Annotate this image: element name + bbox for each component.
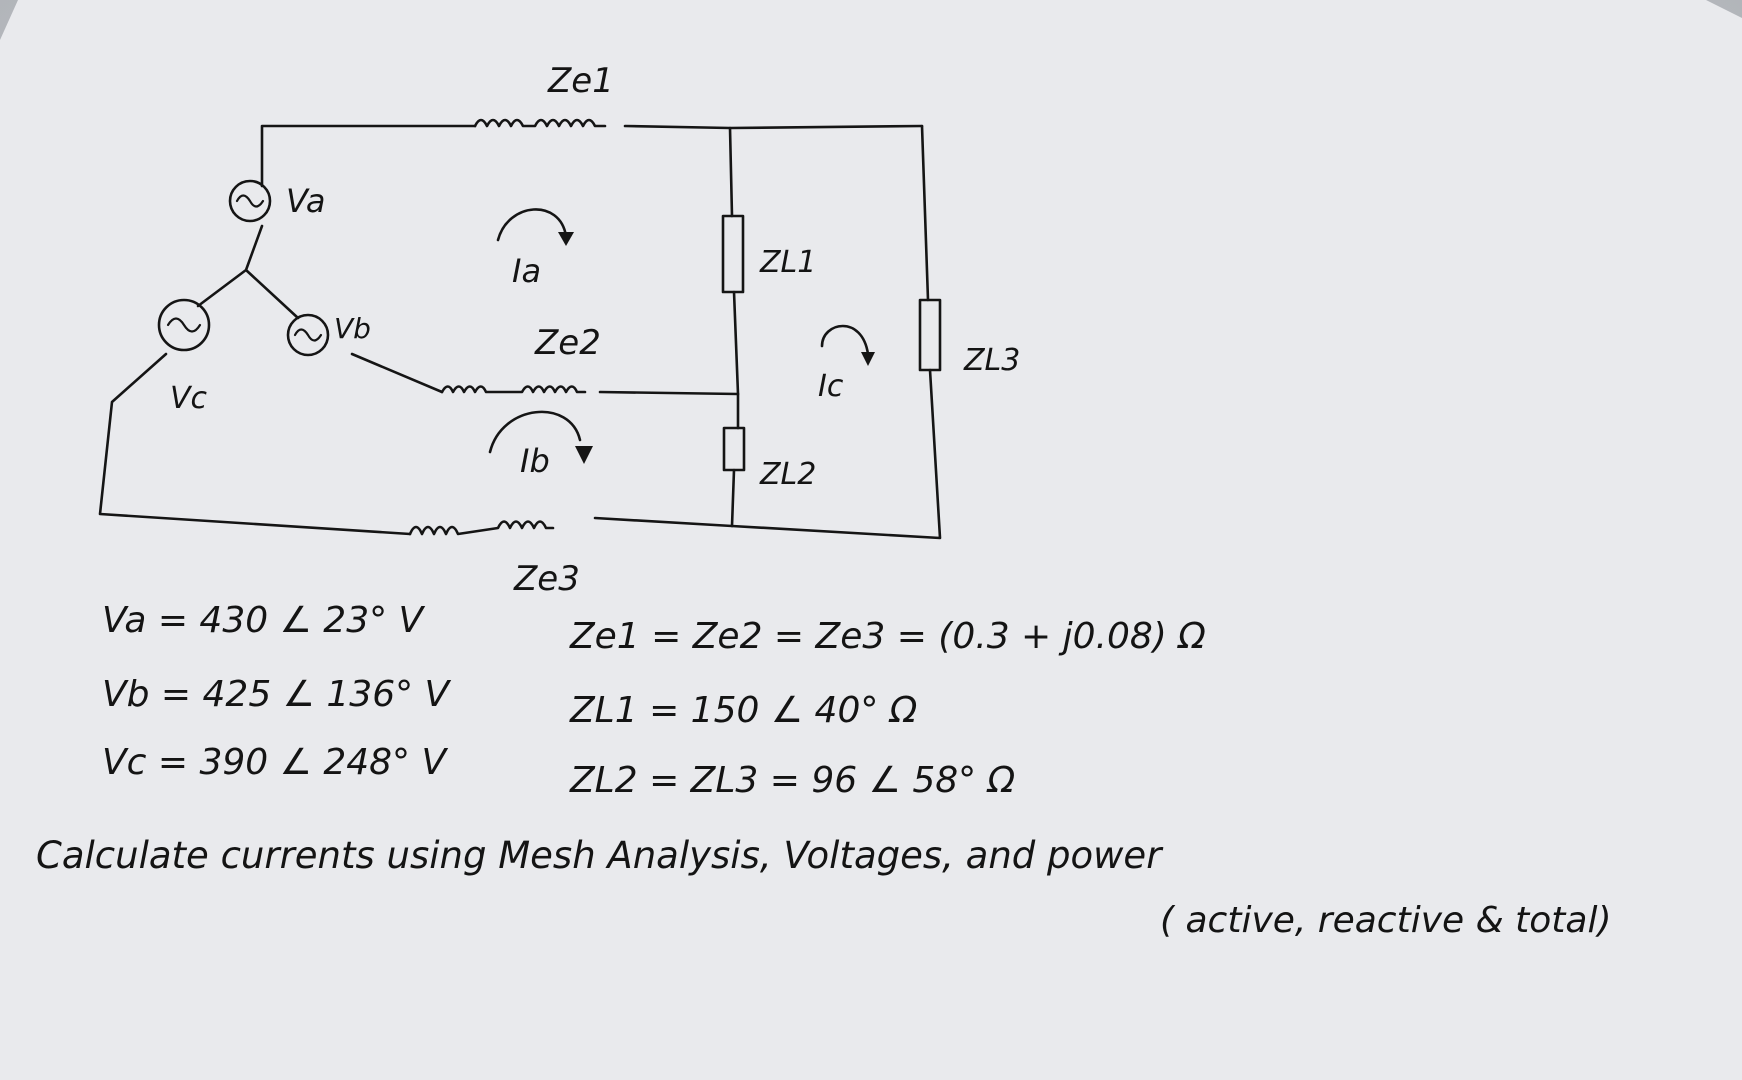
label-ze1: Ze1	[547, 61, 614, 101]
mesh-arrow-icon	[488, 410, 593, 464]
given-ze: Ze1 = Ze2 = Ze3 = (0.3 + j0.08) Ω	[569, 616, 1206, 657]
label-vb: Vb	[334, 312, 371, 345]
ac-source-icon	[286, 313, 330, 357]
label-zl3: ZL3	[963, 343, 1020, 378]
label-vc: Vc	[170, 381, 208, 416]
label-ia: Ia	[512, 252, 541, 290]
wire-vc	[98, 352, 734, 536]
given-zl23: ZL2 = ZL3 = 96 ∠ 58° Ω	[569, 760, 1016, 801]
circuit-diagram	[98, 118, 942, 540]
wire-right-branch	[730, 124, 942, 540]
given-vc: Vc = 390 ∠ 248° V	[102, 742, 449, 783]
given-vb: Vb = 425 ∠ 136° V	[102, 674, 452, 715]
mesh-arrow-icon	[820, 324, 875, 366]
resistor-ze2	[440, 385, 587, 394]
task-line-2: ( active, reactive & total)	[1160, 900, 1612, 941]
label-ze3: Ze3	[513, 559, 580, 599]
source-vb-circle	[286, 313, 330, 357]
label-ze2: Ze2	[534, 323, 601, 363]
ac-source-icon	[157, 298, 211, 352]
resistor-ze1	[473, 118, 607, 128]
label-zl1: ZL1	[759, 245, 816, 280]
given-va: Va = 430 ∠ 23° V	[102, 600, 426, 641]
ac-source-icon	[228, 179, 272, 223]
source-vc-circle	[157, 298, 211, 352]
resistor-ze3	[408, 520, 555, 536]
label-ib: Ib	[520, 442, 550, 480]
impedance-zl3	[918, 298, 942, 372]
given-zl1: ZL1 = 150 ∠ 40° Ω	[569, 690, 918, 731]
label-zl2: ZL2	[759, 457, 816, 492]
mesh-arrow-icon	[496, 208, 574, 246]
source-va-circle	[228, 179, 272, 223]
label-ic: Ic	[818, 369, 844, 404]
wire-star-point	[196, 224, 300, 320]
task-line-1: Calculate currents using Mesh Analysis, …	[36, 834, 1164, 877]
impedance-zl1	[721, 214, 745, 294]
impedance-zl2	[722, 426, 746, 472]
given-values: Va = 430 ∠ 23° V Vb = 425 ∠ 136° V Vc = …	[102, 600, 1206, 801]
label-va: Va	[286, 182, 325, 220]
wire-vb	[350, 352, 740, 396]
